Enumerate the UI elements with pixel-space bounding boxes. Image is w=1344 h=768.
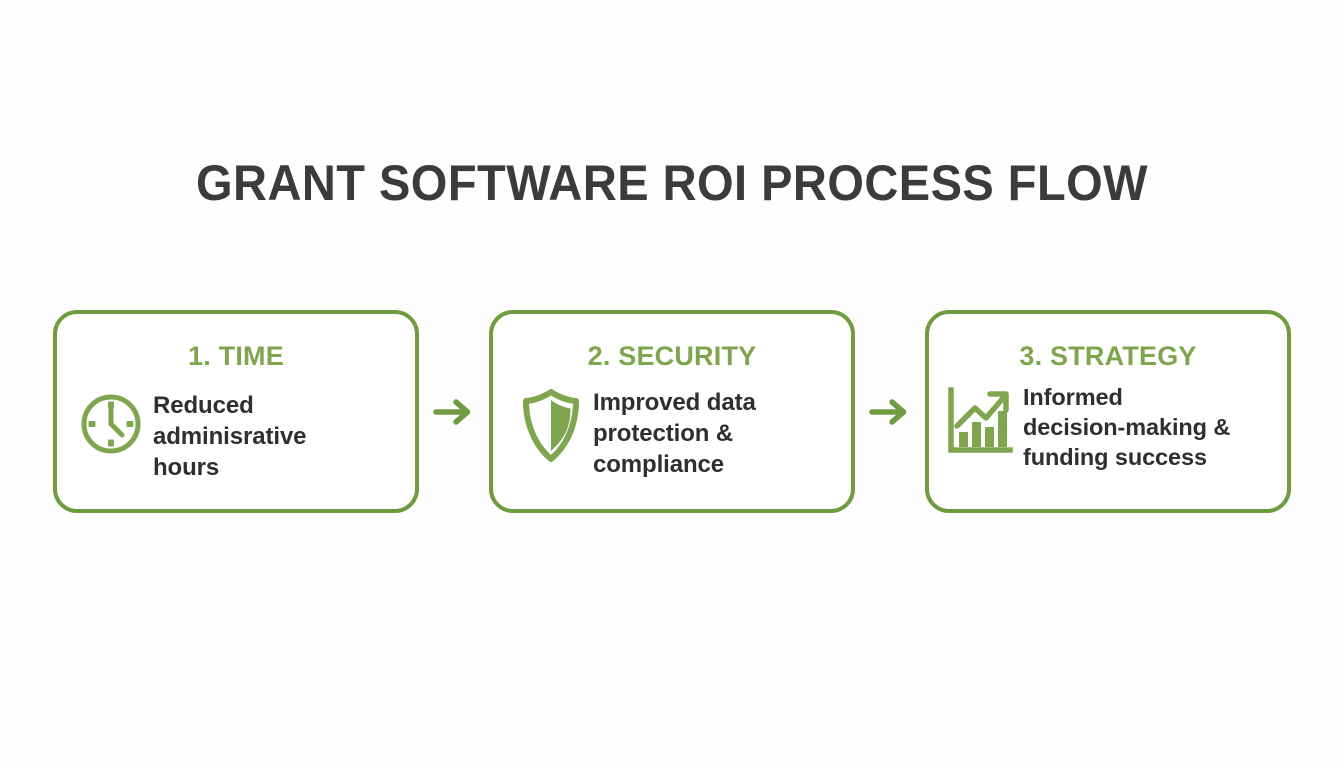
flow-step-description-security: Improved data protection & compliance	[593, 389, 756, 478]
clock-icon	[75, 388, 147, 466]
page-title: GRANT SOFTWARE ROI PROCESS FLOW	[196, 155, 1148, 211]
flow-step-body-time: Reduced adminisrative hours	[57, 386, 415, 483]
arrow-right-icon-1	[430, 392, 478, 432]
process-flow-row: 1. TIME Reduced adminisrative hours	[53, 310, 1291, 513]
flow-step-heading-security: 2. SECURITY	[587, 341, 757, 371]
flow-step-card-security[interactable]: 2. SECURITY Improved data protection & c…	[489, 310, 855, 513]
flow-step-heading-strategy: 3. STRATEGY	[1019, 341, 1197, 371]
shield-icon	[515, 388, 587, 466]
flow-step-description-strategy: Informed decision-making & funding succe…	[1023, 384, 1231, 470]
flow-step-body-strategy: Informed decision-making & funding succe…	[929, 384, 1287, 472]
flow-step-card-strategy[interactable]: 3. STRATEGY Informed decision-making & f…	[925, 310, 1291, 513]
flow-step-heading-time: 1. TIME	[188, 341, 284, 371]
flow-step-description-time: Reduced adminisrative hours	[153, 392, 307, 481]
flow-step-card-time[interactable]: 1. TIME Reduced adminisrative hours	[53, 310, 419, 513]
bar-chart-growth-icon	[943, 386, 1015, 464]
flow-step-body-security: Improved data protection & compliance	[493, 386, 851, 480]
arrow-right-icon-2	[866, 392, 914, 432]
